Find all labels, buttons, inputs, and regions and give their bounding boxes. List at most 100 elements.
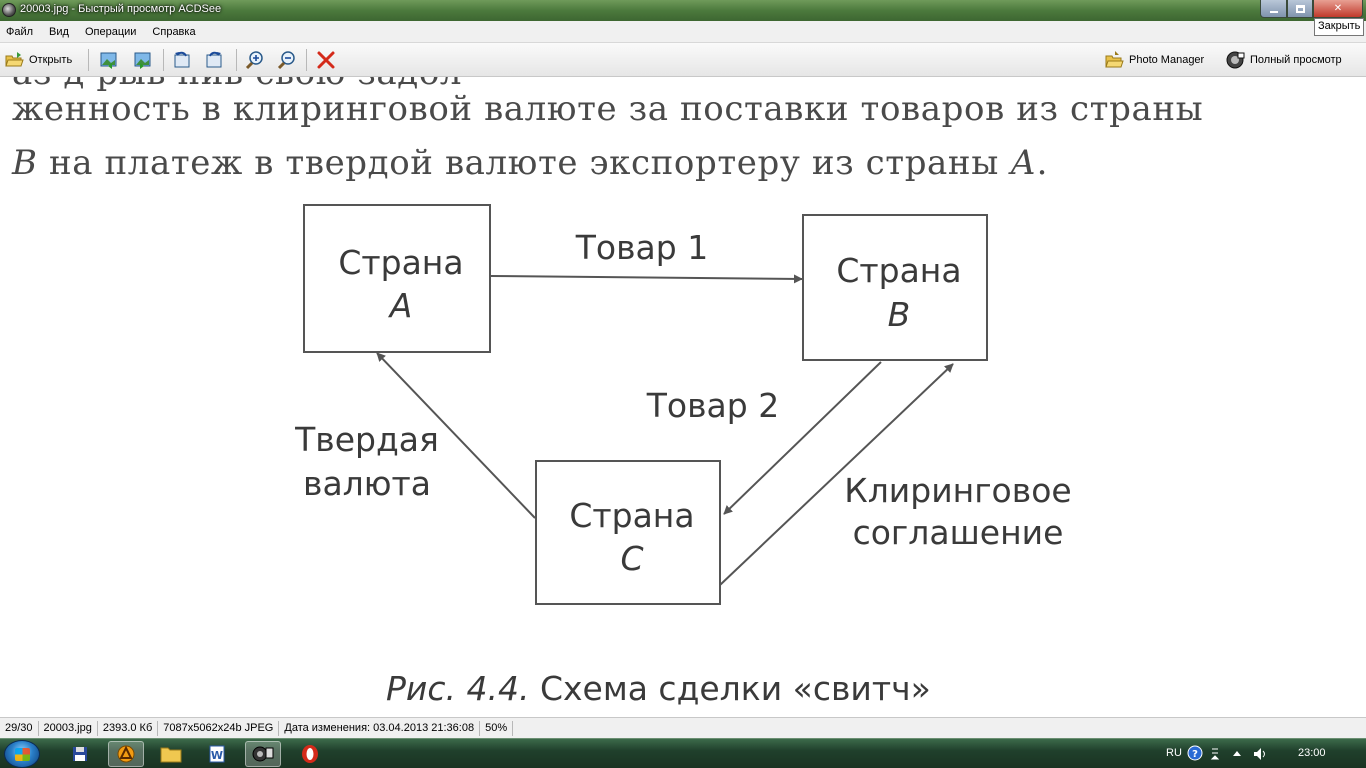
status-modified-date: Дата изменения: 03.04.2013 21:36:08	[279, 720, 481, 736]
maximize-button[interactable]	[1287, 0, 1313, 18]
next-image-button[interactable]	[132, 48, 152, 72]
status-filesize: 2393.0 Кб	[98, 720, 159, 736]
word-icon: W	[209, 745, 225, 763]
toolbar-separator	[306, 49, 307, 71]
previous-image-button[interactable]	[99, 48, 119, 72]
rotate-right-button[interactable]	[204, 48, 224, 72]
photo-manager-button[interactable]: Photo Manager	[1104, 48, 1204, 72]
text-line-2-dot: .	[1036, 143, 1049, 183]
taskbar: W RU ? 23:00	[0, 738, 1366, 768]
taskbar-opera-app[interactable]	[292, 741, 328, 767]
country-b-box	[802, 214, 988, 361]
rotate-right-icon	[206, 51, 222, 68]
status-filename: 20003.jpg	[39, 720, 98, 736]
arrow-c-to-b	[719, 363, 954, 586]
toolbar-separator	[163, 49, 164, 71]
restore-icon	[1295, 4, 1305, 13]
taskbar-avast-app[interactable]	[108, 741, 144, 767]
figure-caption-text: Схема сделки «свитч»	[529, 669, 931, 708]
status-zoom[interactable]: 50%	[480, 720, 514, 736]
folder-icon	[160, 747, 182, 763]
toolbar-separator	[88, 49, 89, 71]
country-b-letter: B	[888, 295, 911, 334]
show-hidden-icons-icon[interactable]	[1232, 749, 1242, 757]
status-bar: 29/30 20003.jpg 2393.0 Кб 7087x5062x24b …	[0, 717, 1366, 738]
window-title: 20003.jpg - Быстрый просмотр ACDSee	[20, 3, 222, 15]
text-line-2-body: на платеж в твердой валюте экспортеру из…	[37, 143, 1011, 183]
open-folder-icon	[5, 52, 24, 67]
close-tooltip: Закрыть	[1314, 18, 1365, 36]
previous-image-icon	[100, 52, 117, 69]
switch-deal-diagram: Страна A Страна B Страна C Товар 1 Товар…	[294, 204, 1072, 605]
close-button[interactable]: ✕	[1313, 0, 1363, 18]
clearing-label-line1: Клиринговое	[844, 471, 1071, 510]
rotate-left-button[interactable]	[172, 48, 192, 72]
country-a-label: Страна	[338, 243, 463, 282]
full-view-button[interactable]: Полный просмотр	[1225, 48, 1342, 72]
open-label: Открыть	[29, 54, 73, 66]
country-c-box	[535, 460, 721, 605]
svg-text:W: W	[211, 749, 223, 762]
open-button[interactable]: Открыть	[4, 48, 72, 72]
opera-icon	[302, 745, 318, 763]
toolbar-separator	[236, 49, 237, 71]
floppy-disk-icon	[73, 747, 87, 761]
acdsee-app-icon[interactable]	[2, 3, 16, 17]
hard-currency-label-line1: Твердая	[294, 420, 439, 459]
delete-x-icon	[317, 51, 335, 69]
menu-help[interactable]: Справка	[152, 25, 196, 38]
zoom-out-button[interactable]	[277, 48, 297, 72]
country-a-letter: A	[388, 286, 413, 325]
clock[interactable]: 23:00	[1298, 747, 1326, 759]
text-line-2-end: А	[1010, 143, 1037, 183]
hard-currency-label-line2: валюта	[303, 464, 431, 503]
menu-operations[interactable]: Операции	[84, 25, 137, 38]
full-view-label: Полный просмотр	[1250, 54, 1342, 66]
minimize-icon	[1269, 10, 1278, 13]
next-image-icon	[134, 52, 151, 69]
photo-manager-icon	[1105, 51, 1124, 68]
taskbar-save-app[interactable]	[62, 741, 98, 767]
text-line-cut: аз д рыв нив свою задол	[12, 77, 462, 93]
minimize-button[interactable]	[1260, 0, 1287, 18]
text-line-2-start: В	[12, 143, 38, 183]
zoom-out-icon	[277, 51, 295, 70]
start-button[interactable]	[4, 740, 40, 768]
taskbar-acdsee-app[interactable]	[245, 741, 281, 767]
status-position: 29/30	[0, 720, 39, 736]
country-c-label: Страна	[569, 496, 694, 535]
menu-bar: Файл Вид Операции Справка	[0, 21, 1366, 43]
language-indicator[interactable]: RU	[1166, 747, 1182, 759]
goods-2-label: Товар 2	[646, 386, 779, 425]
figure-caption-number: Рис. 4.4.	[386, 669, 530, 708]
menu-file[interactable]: Файл	[6, 25, 34, 38]
text-line-2: В на платеж в твердой валюте экспортеру …	[12, 143, 1048, 183]
country-b-label: Страна	[836, 251, 961, 290]
taskbar-word-app[interactable]: W	[199, 741, 235, 767]
svg-text:?: ?	[1192, 749, 1198, 760]
country-a-box	[303, 204, 491, 353]
country-c-letter: C	[620, 539, 643, 578]
menu-view[interactable]: Вид	[49, 25, 69, 38]
full-view-icon	[1226, 51, 1245, 69]
text-line-1: женность в клиринговой валюте за поставк…	[12, 89, 1204, 129]
options-chevron-icon[interactable]	[1210, 746, 1220, 762]
toolbar: Открыть	[0, 43, 1366, 77]
zoom-in-button[interactable]	[245, 48, 265, 72]
arrow-b-to-c	[723, 361, 882, 515]
arrow-c-to-a	[376, 352, 536, 519]
volume-icon[interactable]	[1252, 746, 1268, 762]
clearing-label-line2: соглашение	[853, 513, 1064, 552]
avast-icon	[117, 745, 135, 763]
image-viewer[interactable]: аз д рыв нив свою задол женность в клири…	[0, 77, 1366, 717]
goods-1-label: Товар 1	[575, 228, 708, 267]
help-icon[interactable]: ?	[1187, 745, 1203, 761]
figure-caption: Рис. 4.4. Схема сделки «свитч»	[386, 669, 931, 708]
close-icon: ✕	[1333, 3, 1343, 14]
photo-manager-label: Photo Manager	[1129, 54, 1205, 66]
taskbar-explorer-app[interactable]	[153, 741, 189, 767]
zoom-in-icon	[245, 51, 263, 70]
arrow-a-to-b	[490, 274, 803, 284]
rotate-left-icon	[174, 51, 190, 68]
delete-button[interactable]	[316, 48, 336, 72]
